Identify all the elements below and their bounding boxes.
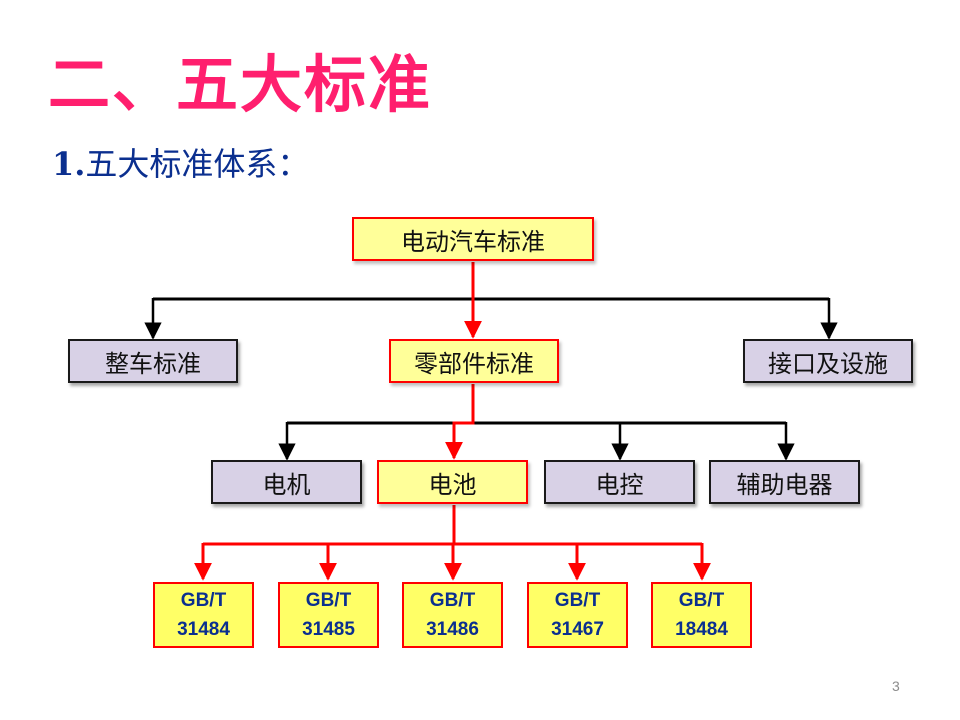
arrow-to-battery <box>445 384 475 460</box>
node-auxiliary: 辅助电器 <box>709 460 860 504</box>
node-interface-facilities: 接口及设施 <box>743 339 913 383</box>
node-vehicle-standards: 整车标准 <box>68 339 238 383</box>
standard-prefix: GB/T <box>305 590 352 611</box>
root-node-ev-standards: 电动汽车标准 <box>352 217 594 261</box>
node-control: 电控 <box>544 460 695 504</box>
standard-prefix: GB/T <box>554 590 601 611</box>
standard-node: GB/T 31467 <box>527 582 628 648</box>
standard-number: 31486 <box>426 619 479 640</box>
node-component-standards: 零部件标准 <box>389 339 559 383</box>
slide-title: 二、五大标准 <box>48 48 433 121</box>
standard-node: GB/T 31486 <box>402 582 503 648</box>
standard-node: GB/T 31485 <box>278 582 379 648</box>
standard-number: 18484 <box>675 619 728 640</box>
node-motor: 电机 <box>211 460 362 504</box>
standard-number: 31484 <box>177 619 230 640</box>
standard-number: 31467 <box>551 619 604 640</box>
section-subtitle: 1.五大标准体系： <box>52 148 309 180</box>
standard-node: GB/T 18484 <box>651 582 752 648</box>
standard-number: 31485 <box>302 619 355 640</box>
node-battery: 电池 <box>377 460 528 504</box>
page-number: 3 <box>892 678 900 694</box>
standard-prefix: GB/T <box>429 590 476 611</box>
standard-prefix: GB/T <box>180 590 227 611</box>
standard-node: GB/T 31484 <box>153 582 254 648</box>
subtitle-number: 1. <box>52 145 86 183</box>
standard-prefix: GB/T <box>678 590 725 611</box>
subtitle-text: 五大标准体系： <box>85 145 310 183</box>
